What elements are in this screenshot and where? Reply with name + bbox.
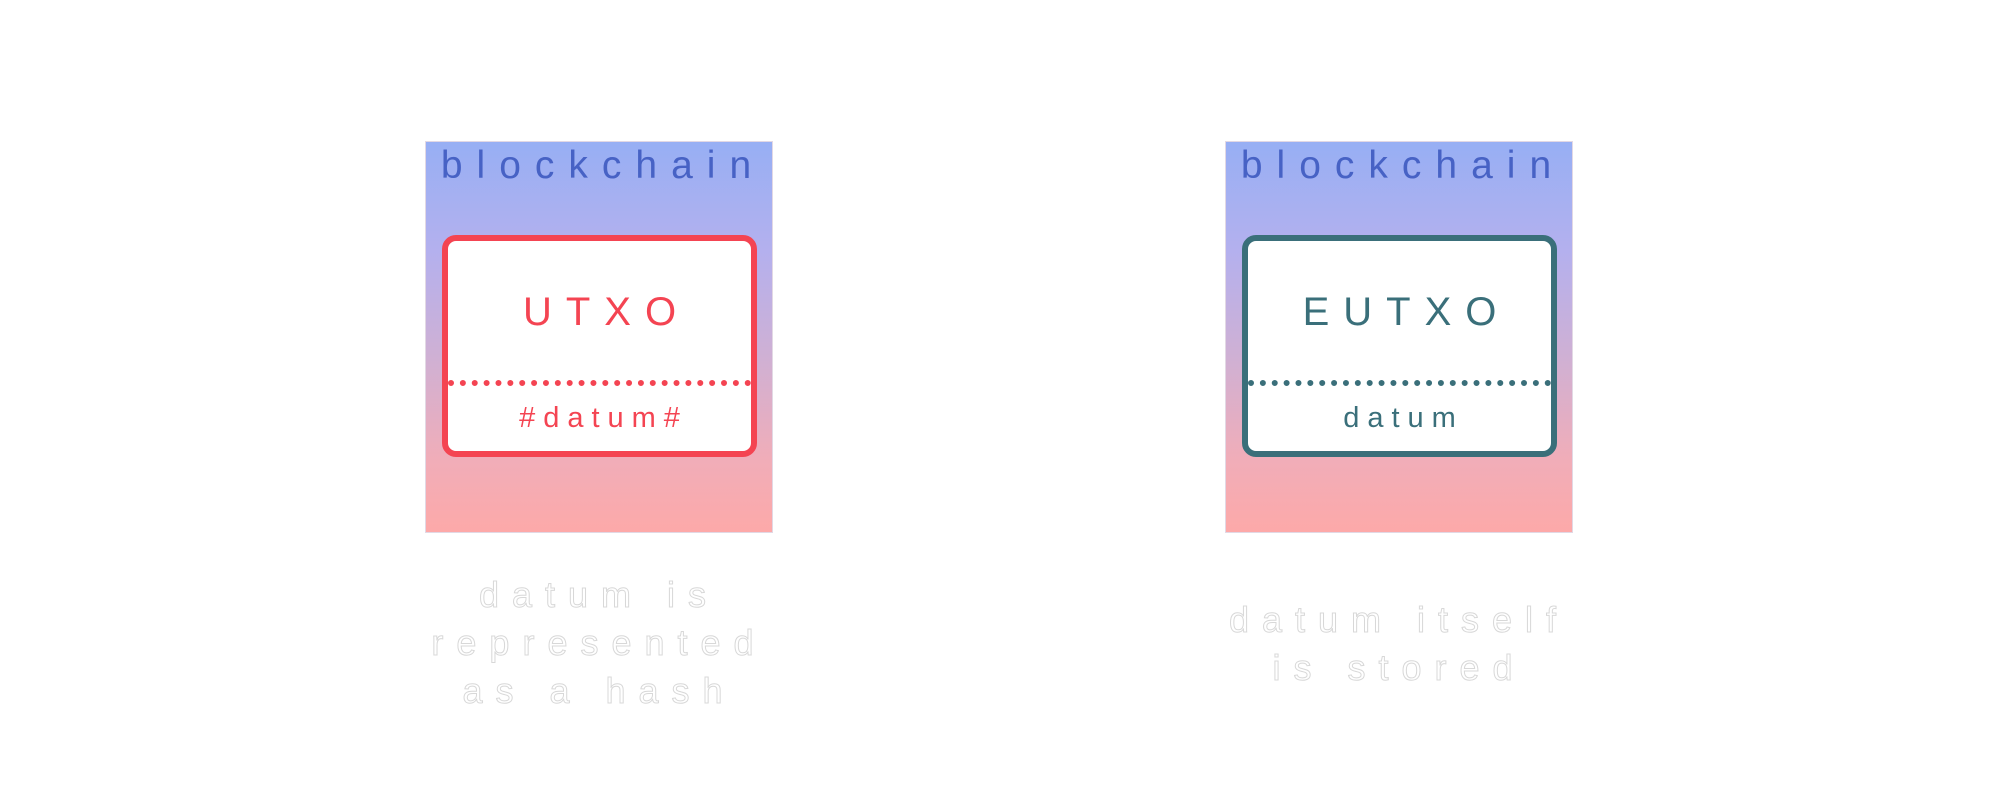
blockchain-panel-eutxo: blockchain EUTXO datum <box>1225 141 1573 533</box>
dotted-divider <box>1248 380 1551 386</box>
eutxo-card: EUTXO datum <box>1242 235 1557 457</box>
utxo-card: UTXO #datum# <box>442 235 757 457</box>
card-title: EUTXO <box>1302 289 1511 334</box>
caption-utxo: datum is represented as a hash <box>431 574 767 712</box>
card-datum-label: #datum# <box>519 402 688 434</box>
dotted-divider <box>448 380 751 386</box>
card-title: UTXO <box>522 289 691 334</box>
panel-title: blockchain <box>1240 144 1566 187</box>
panel-title: blockchain <box>440 144 766 187</box>
blockchain-panel-utxo: blockchain UTXO #datum# <box>425 141 773 533</box>
card-datum-label: datum <box>1343 402 1464 434</box>
caption-eutxo: datum itself is stored <box>1228 599 1570 689</box>
